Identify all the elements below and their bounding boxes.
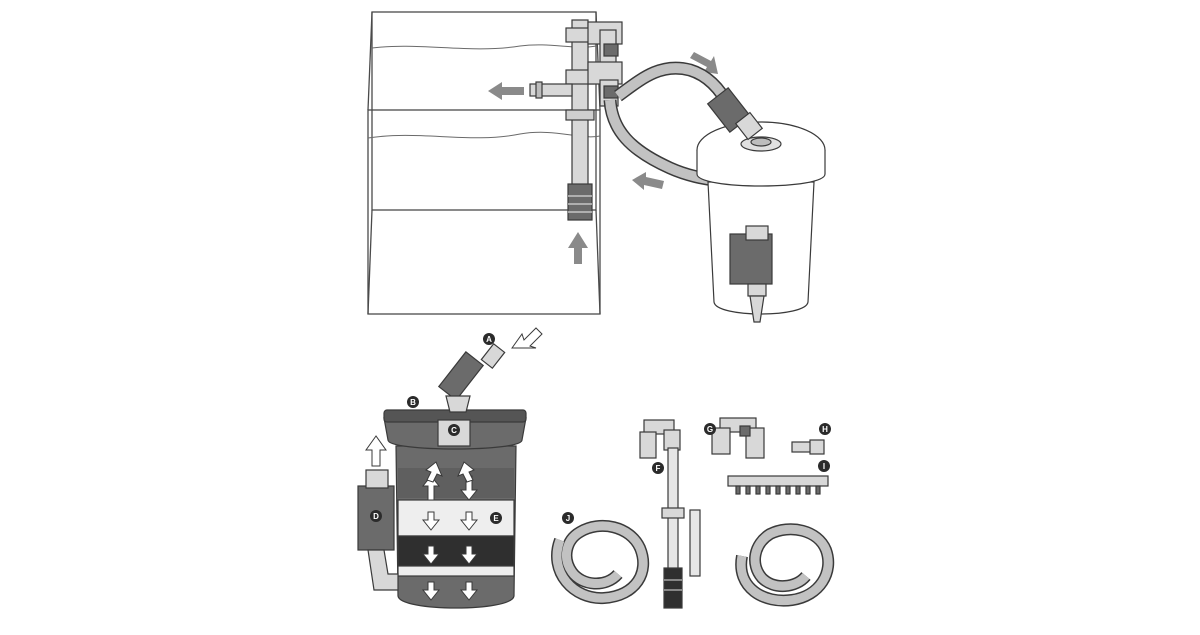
hollow-arrow-icon	[365, 327, 543, 601]
label-d: D	[370, 510, 382, 522]
intake-tube	[639, 419, 701, 609]
elbow-connectors	[587, 21, 623, 107]
svg-text:B: B	[410, 398, 416, 407]
intake-pipe	[565, 19, 595, 221]
label-f: F	[652, 462, 664, 474]
svg-text:D: D	[373, 512, 379, 521]
label-e: E	[490, 512, 502, 524]
svg-text:A: A	[486, 335, 492, 344]
svg-text:C: C	[451, 426, 457, 435]
outlet-nozzle	[529, 81, 573, 99]
label-i: I	[818, 460, 830, 472]
label-a: A	[483, 333, 495, 345]
nozzle-part	[791, 439, 825, 455]
label-g: G	[704, 423, 716, 435]
svg-text:H: H	[822, 425, 828, 434]
filter-canister-top	[696, 86, 826, 323]
label-c: C	[448, 424, 460, 436]
svg-text:E: E	[493, 514, 499, 523]
hose-coil-right	[735, 523, 835, 607]
label-j: J	[562, 512, 574, 524]
svg-text:G: G	[707, 425, 713, 434]
label-b: B	[407, 396, 419, 408]
spray-bar	[727, 475, 829, 495]
svg-text:F: F	[656, 464, 661, 473]
hose-coil-left	[551, 519, 650, 605]
svg-text:I: I	[823, 462, 825, 471]
label-h: H	[819, 423, 831, 435]
aquarium-tank	[367, 11, 601, 315]
svg-text:J: J	[566, 514, 570, 523]
arrow-icon	[488, 52, 718, 264]
elbow-part	[711, 417, 765, 459]
